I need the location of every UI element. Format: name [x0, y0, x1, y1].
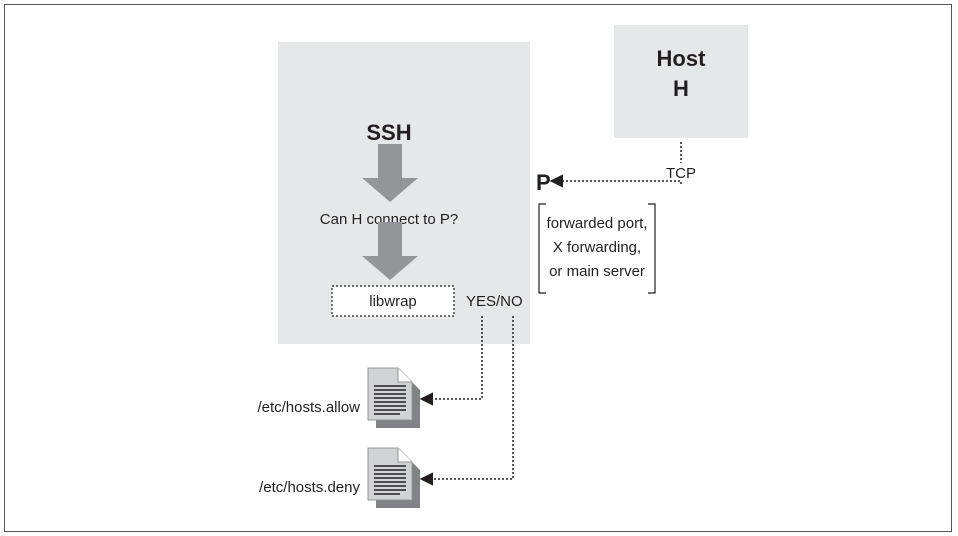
- hosts-allow-label: /etc/hosts.allow: [257, 399, 360, 416]
- document-icon: [367, 447, 420, 508]
- host-label-line2: H: [673, 76, 689, 101]
- libwrap-box: [331, 285, 455, 317]
- port-label: P: [536, 170, 551, 195]
- libwrap-label: libwrap: [369, 293, 417, 310]
- host-box: [614, 25, 748, 138]
- document-icon: [367, 367, 420, 428]
- down-arrow-icon: [362, 222, 418, 280]
- port-note-line3: or main server: [549, 263, 645, 280]
- tcp-link-lower: [549, 174, 682, 188]
- yes-no-label: YES/NO: [466, 293, 523, 310]
- hosts-deny-label: /etc/hosts.deny: [259, 479, 360, 496]
- port-note-line2: X forwarding,: [553, 239, 641, 256]
- note-bracket-right: [648, 203, 656, 294]
- note-bracket-left: [538, 203, 546, 294]
- tcp-label: TCP: [666, 165, 696, 182]
- question-label: Can H connect to P?: [320, 211, 458, 228]
- host-label-line1: Host: [657, 46, 707, 71]
- port-note-line1: forwarded port,: [547, 215, 648, 232]
- deny-link: [419, 316, 514, 486]
- ssh-label: SSH: [366, 120, 411, 145]
- down-arrow-icon: [362, 144, 418, 202]
